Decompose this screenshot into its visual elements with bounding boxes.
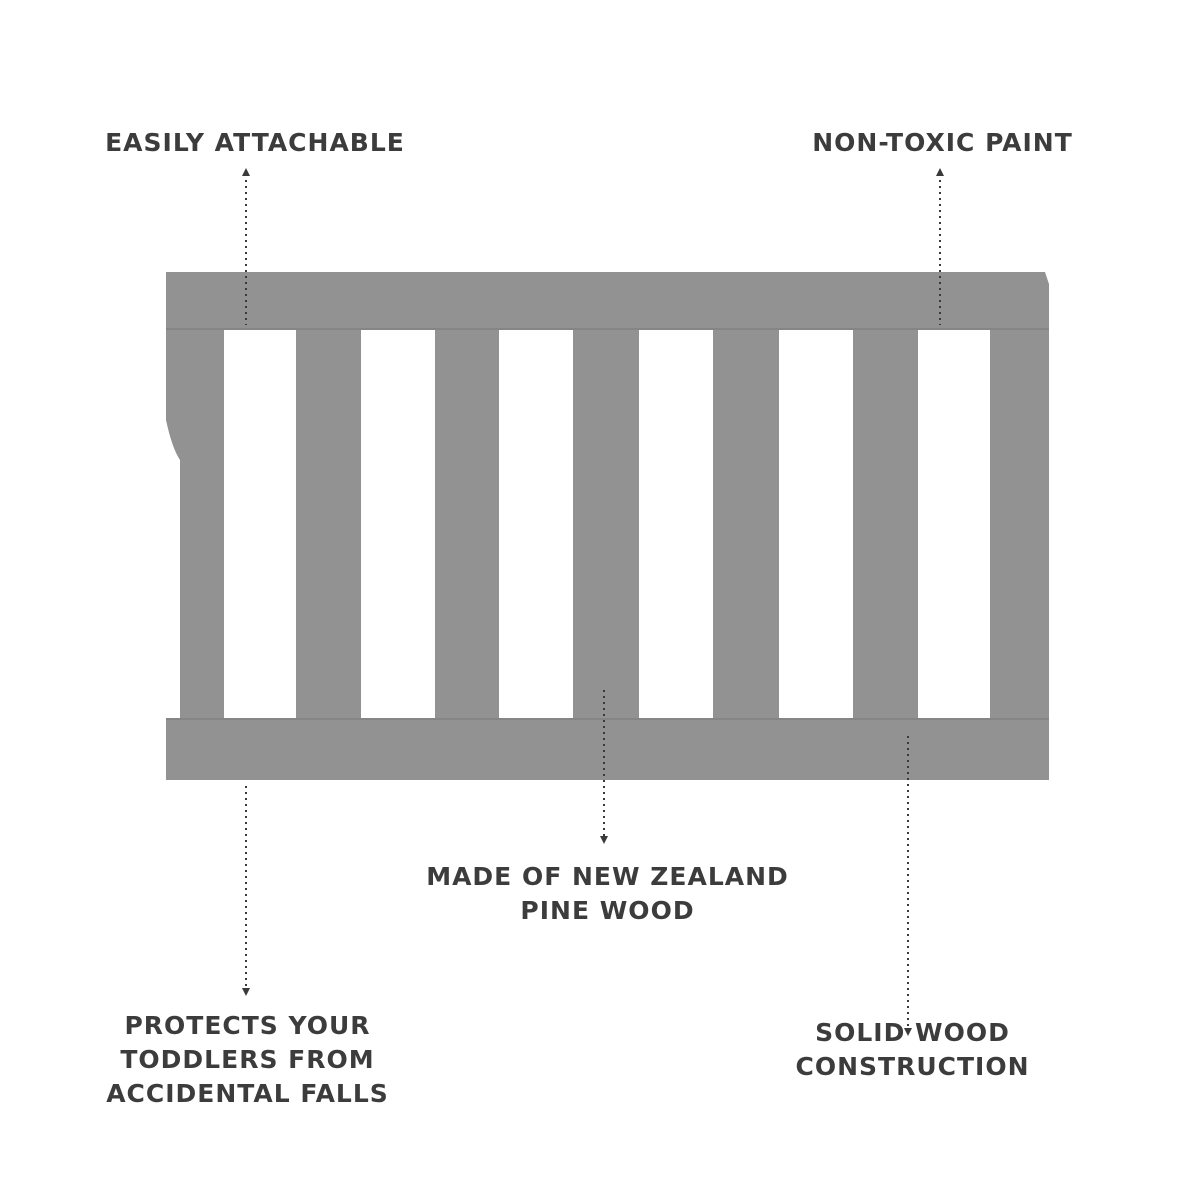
arrowhead-icon (936, 168, 944, 176)
callout-easily-attachable: EASILY ATTACHABLE (105, 126, 405, 160)
callout-text-line1: SOLID WOOD (815, 1018, 1010, 1047)
rail-openings (224, 330, 990, 718)
rail-opening (224, 330, 296, 718)
callout-text-line2: PINE WOOD (520, 896, 695, 925)
callout-new-zealand-pine: MADE OF NEW ZEALAND PINE WOOD (420, 860, 795, 928)
callout-text-line2: TODDLERS FROM (120, 1045, 375, 1074)
callout-text: EASILY ATTACHABLE (105, 128, 405, 157)
callout-protects-toddlers: PROTECTS YOUR TODDLERS FROM ACCIDENTAL F… (100, 1009, 395, 1111)
arrowhead-icon (904, 1028, 912, 1036)
arrowhead-icon (600, 836, 608, 844)
rail-opening (918, 330, 990, 718)
callout-text-line1: MADE OF NEW ZEALAND (426, 862, 789, 891)
callout-text-line1: PROTECTS YOUR (124, 1011, 371, 1040)
callout-text: NON-TOXIC PAINT (812, 128, 1073, 157)
rail-shading (166, 328, 1049, 720)
guard-rail-frame (166, 272, 1049, 780)
arrowhead-icon (242, 988, 250, 996)
rail-opening (361, 330, 435, 718)
rail-opening (639, 330, 713, 718)
rail-opening (779, 330, 853, 718)
callout-text-line3: ACCIDENTAL FALLS (106, 1079, 389, 1108)
callout-text-line2: CONSTRUCTION (795, 1052, 1030, 1081)
callout-solid-wood: SOLID WOOD CONSTRUCTION (785, 1016, 1040, 1084)
rail-opening (499, 330, 573, 718)
arrowhead-icon (242, 168, 250, 176)
guard-rail (166, 272, 1049, 780)
callout-non-toxic-paint: NON-TOXIC PAINT (805, 126, 1080, 160)
leader-lines (245, 174, 941, 1030)
leader-arrowheads (242, 168, 944, 1036)
